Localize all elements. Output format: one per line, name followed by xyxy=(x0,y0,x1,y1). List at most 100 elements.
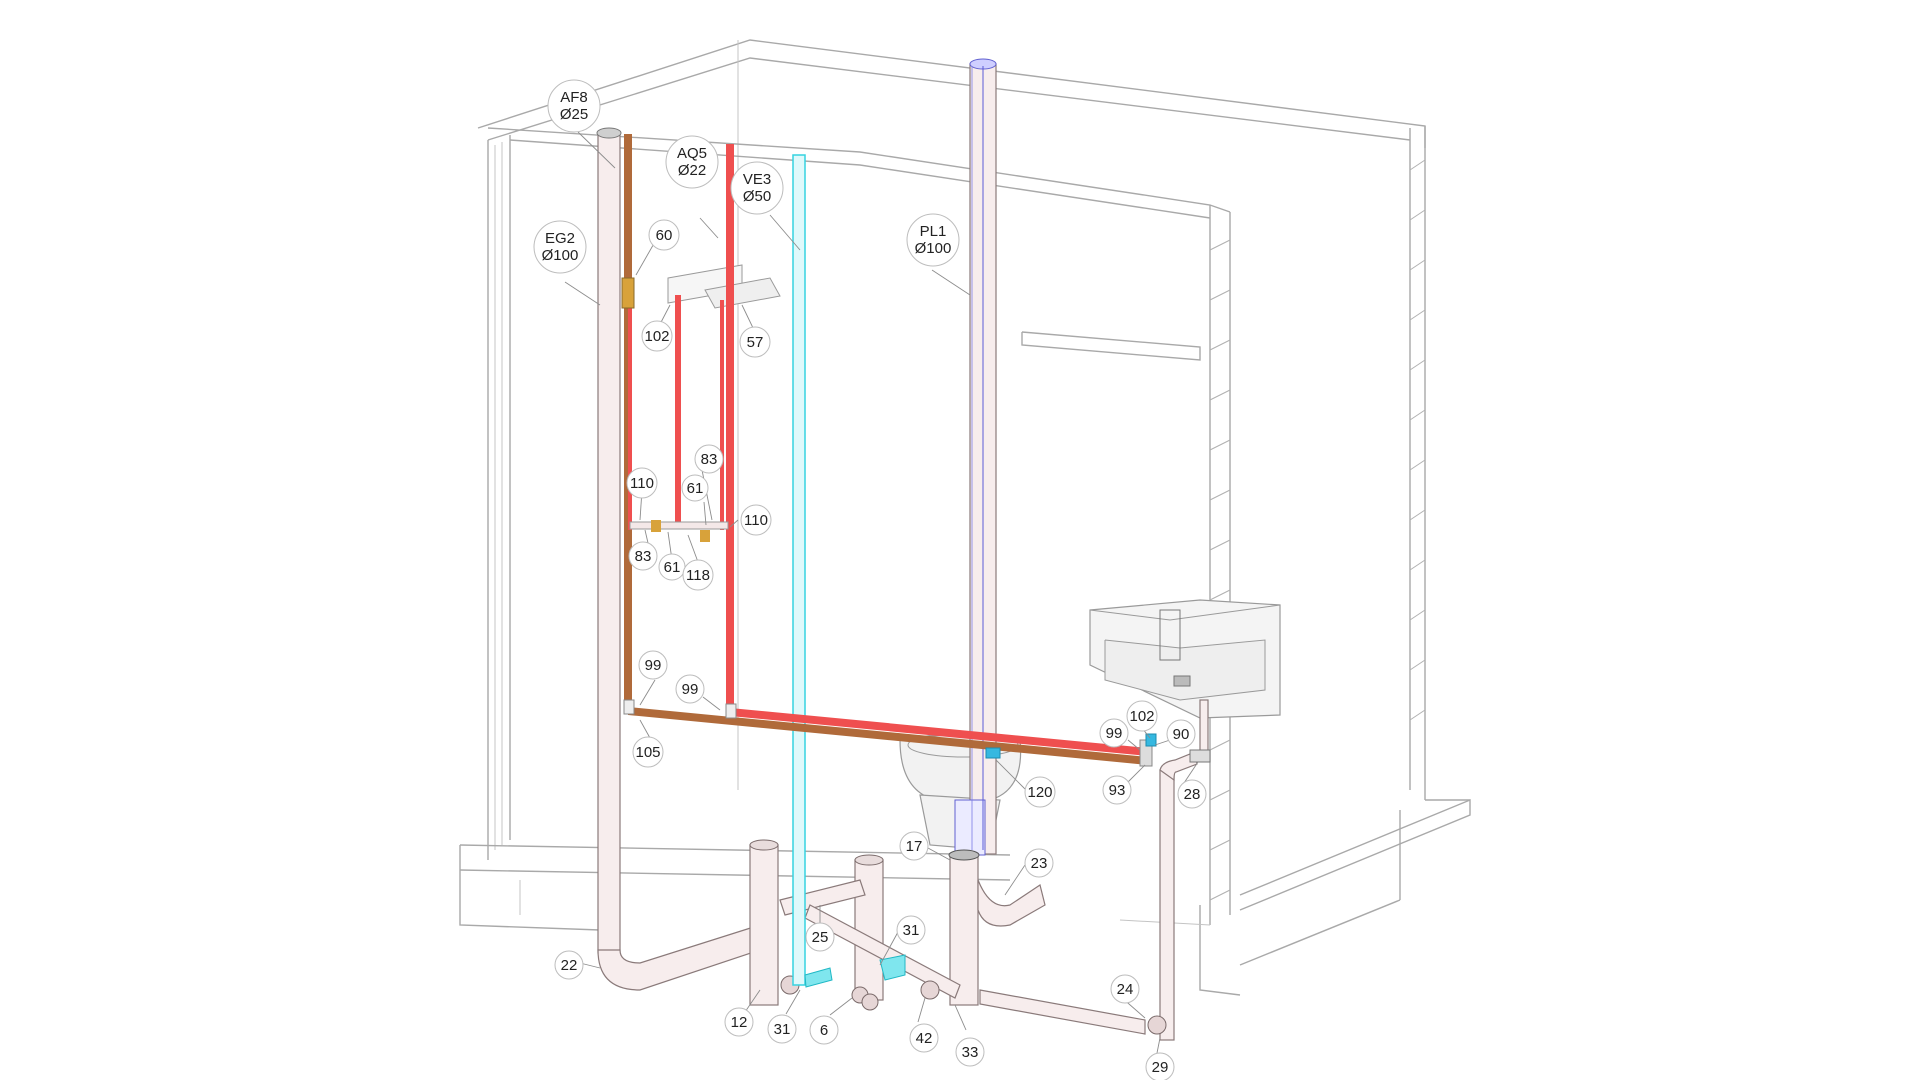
vent-pipe-ve3 xyxy=(792,154,906,988)
callout-n61b: 61 xyxy=(658,553,686,581)
callout-bubble xyxy=(648,219,680,251)
callout-text: 24 xyxy=(1117,981,1134,998)
callout-text: 61 xyxy=(687,480,704,497)
callout-bubble xyxy=(899,831,929,861)
callout-n23: 23 xyxy=(1024,848,1054,878)
building-outline xyxy=(459,39,1471,996)
callout-n22: 22 xyxy=(554,950,584,980)
callout-bubble xyxy=(730,161,784,215)
callout-text: Ø25 xyxy=(560,106,588,123)
callout-n60: 60 xyxy=(648,219,680,251)
callout-n42: 42 xyxy=(909,1023,939,1053)
callout-n28: 28 xyxy=(1177,779,1207,809)
callout-text: AF8 xyxy=(560,89,588,106)
callout-bubble xyxy=(641,320,673,352)
callout-n25: 25 xyxy=(805,922,835,952)
callout-bubble xyxy=(665,135,719,189)
callout-text: 12 xyxy=(731,1014,748,1031)
callout-text: 99 xyxy=(1106,725,1123,742)
callout-text: 105 xyxy=(635,744,660,761)
callout-bubble xyxy=(906,213,960,267)
callout-bubble xyxy=(1024,848,1054,878)
callout-text: AQ5 xyxy=(677,145,707,162)
callout-bubble xyxy=(1166,719,1196,749)
callout-n102a: 102 xyxy=(641,320,673,352)
callout-text: 90 xyxy=(1173,726,1190,743)
callout-text: 33 xyxy=(962,1044,979,1061)
callout-n90: 90 xyxy=(1166,719,1196,749)
callout-bubble xyxy=(740,504,772,536)
callout-n83a: 83 xyxy=(694,444,724,474)
callout-text: 28 xyxy=(1184,786,1201,803)
callout-bubble xyxy=(1102,775,1132,805)
callout-text: 99 xyxy=(645,657,662,674)
callout-n110b: 110 xyxy=(740,504,772,536)
callout-bubble xyxy=(638,650,668,680)
callout-bubble xyxy=(1177,779,1207,809)
callout-bubble xyxy=(628,541,658,571)
callout-text: 6 xyxy=(820,1022,828,1039)
callout-text: 57 xyxy=(747,334,764,351)
callout-text: 42 xyxy=(916,1030,933,1047)
callout-n17: 17 xyxy=(899,831,929,861)
callout-text: 31 xyxy=(903,922,920,939)
washbasin xyxy=(1089,599,1281,719)
callout-text: 93 xyxy=(1109,782,1126,799)
callout-n120: 120 xyxy=(1024,776,1056,808)
callout-text: 25 xyxy=(812,929,829,946)
callout-text: 23 xyxy=(1031,855,1048,872)
water-supply xyxy=(621,134,1157,767)
callout-n6: 6 xyxy=(809,1015,839,1045)
callout-text: 83 xyxy=(701,451,718,468)
callout-n99c: 99 xyxy=(1099,718,1129,748)
callout-bubble xyxy=(955,1037,985,1067)
callout-n118: 118 xyxy=(682,559,714,591)
callout-text: Ø22 xyxy=(678,162,706,179)
callout-bubble xyxy=(896,915,926,945)
callout-n99b: 99 xyxy=(675,674,705,704)
callout-bubble xyxy=(694,444,724,474)
callout-bubble xyxy=(632,736,664,768)
callout-text: 120 xyxy=(1027,784,1052,801)
drain-pipework xyxy=(596,58,1211,1041)
callout-text: 102 xyxy=(1129,708,1154,725)
callout-text: EG2 xyxy=(545,230,575,247)
callout-bubble xyxy=(681,474,709,502)
callout-n110a: 110 xyxy=(626,467,658,499)
callout-text: 83 xyxy=(635,548,652,565)
callout-n105: 105 xyxy=(632,736,664,768)
callout-bubble xyxy=(805,922,835,952)
callout-bubble xyxy=(1145,1052,1175,1080)
callout-bubble xyxy=(1126,700,1158,732)
callout-text: 60 xyxy=(656,227,673,244)
callout-n29: 29 xyxy=(1145,1052,1175,1080)
callout-n33: 33 xyxy=(955,1037,985,1067)
callout-n102b: 102 xyxy=(1126,700,1158,732)
callout-bubble xyxy=(1024,776,1056,808)
callout-text: 22 xyxy=(561,957,578,974)
callout-n93: 93 xyxy=(1102,775,1132,805)
callout-text: 110 xyxy=(630,475,654,492)
callout-bubble xyxy=(626,467,658,499)
callout-n24: 24 xyxy=(1110,974,1140,1004)
callout-text: 110 xyxy=(744,512,768,529)
callout-bubble xyxy=(554,950,584,980)
callout-text: 61 xyxy=(664,559,681,576)
callout-n99a: 99 xyxy=(638,650,668,680)
callout-text: 118 xyxy=(686,567,710,584)
callout-bubble xyxy=(682,559,714,591)
callout-text: VE3 xyxy=(743,171,771,188)
callout-bubble xyxy=(1110,974,1140,1004)
callout-text: 29 xyxy=(1152,1059,1169,1076)
callout-n61a: 61 xyxy=(681,474,709,502)
callout-n12: 12 xyxy=(724,1007,754,1037)
callout-bubble xyxy=(675,674,705,704)
callout-bubble xyxy=(724,1007,754,1037)
